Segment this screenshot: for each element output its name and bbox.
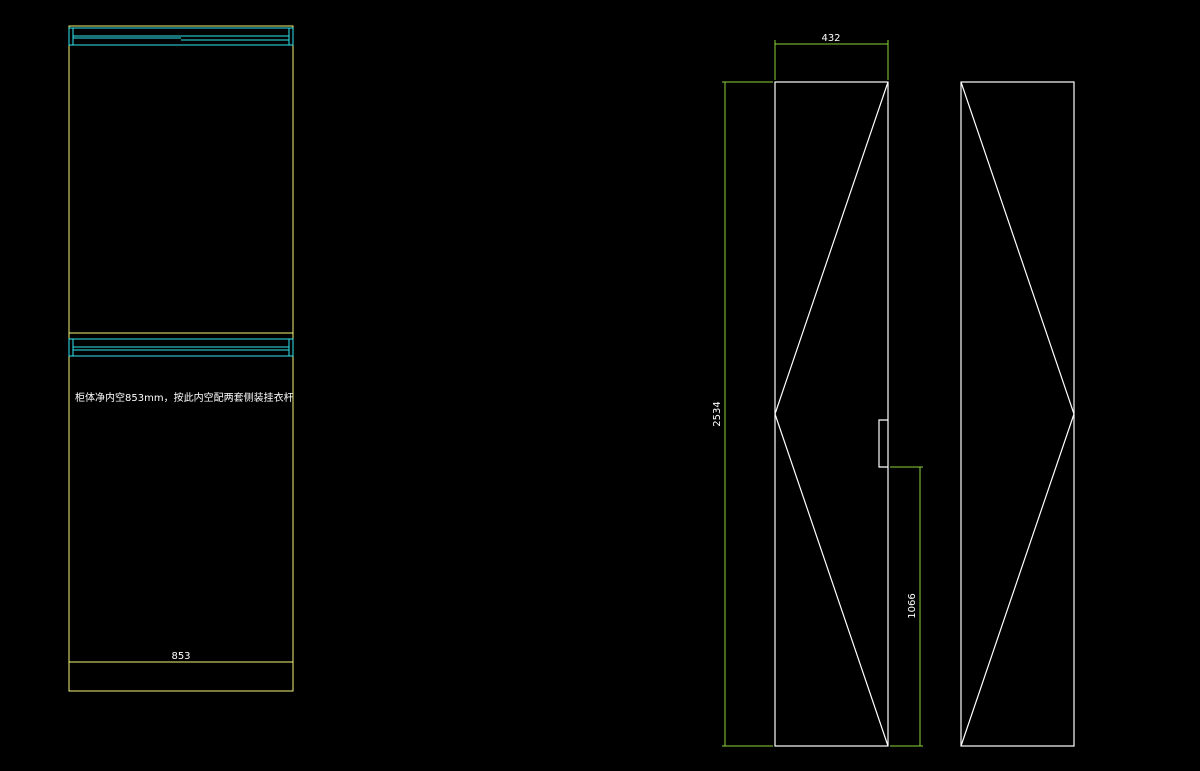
side-panel-left: [774, 81, 889, 747]
rod-bracket: [878, 419, 888, 468]
lower-hanging-rail: [68, 338, 294, 357]
width-dimension: 432: [774, 33, 889, 80]
cabinet-outline: [68, 25, 294, 692]
rod-height-dimension: 1066: [890, 466, 923, 747]
side-width-label: 432: [821, 33, 840, 44]
front-elevation: 柜体净内空853mm，按此内空配两套侧装挂衣杆 853: [68, 25, 294, 692]
side-panel-outline: [774, 81, 889, 747]
rod-height-label: 1066: [907, 593, 918, 618]
side-height-label: 2534: [712, 401, 723, 426]
interior-note: 柜体净内空853mm，按此内空配两套侧装挂衣杆: [75, 391, 294, 404]
top-hanging-rail: [68, 27, 294, 46]
width-dimension-label: 853: [171, 651, 190, 662]
side-panel-diagonal: [960, 81, 1075, 747]
side-panel-diagonal: [774, 81, 889, 747]
side-panel-right: [960, 81, 1075, 747]
side-panel-outline: [960, 81, 1075, 747]
height-dimension: 2534: [712, 81, 773, 747]
